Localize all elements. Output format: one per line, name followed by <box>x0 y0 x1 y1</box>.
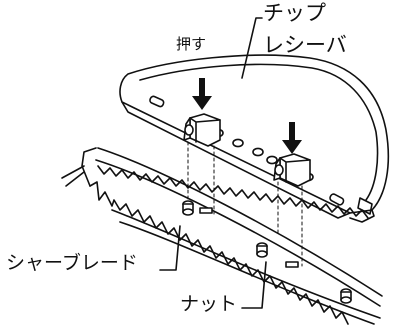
nut-label: ナット <box>180 293 238 315</box>
leader-nut <box>241 261 267 309</box>
push-label: 押す <box>176 35 207 53</box>
chip-receiver-label-line1: チップ <box>263 1 326 25</box>
nut-3 <box>340 288 352 304</box>
leader-shear-blade <box>159 225 181 271</box>
nut-1 <box>182 200 213 216</box>
clip-right <box>273 153 311 187</box>
chip-receiver <box>119 54 390 223</box>
clip-left <box>183 113 221 147</box>
leader-chip-receiver <box>241 17 263 79</box>
push-arrow-left <box>192 78 212 110</box>
shear-blade-label: シャーブレード <box>6 252 138 274</box>
push-arrow-right <box>282 122 302 154</box>
shear-blade <box>61 147 383 325</box>
chip-receiver-label-line2: レシーバ <box>263 33 347 57</box>
nut-2 <box>256 242 299 268</box>
